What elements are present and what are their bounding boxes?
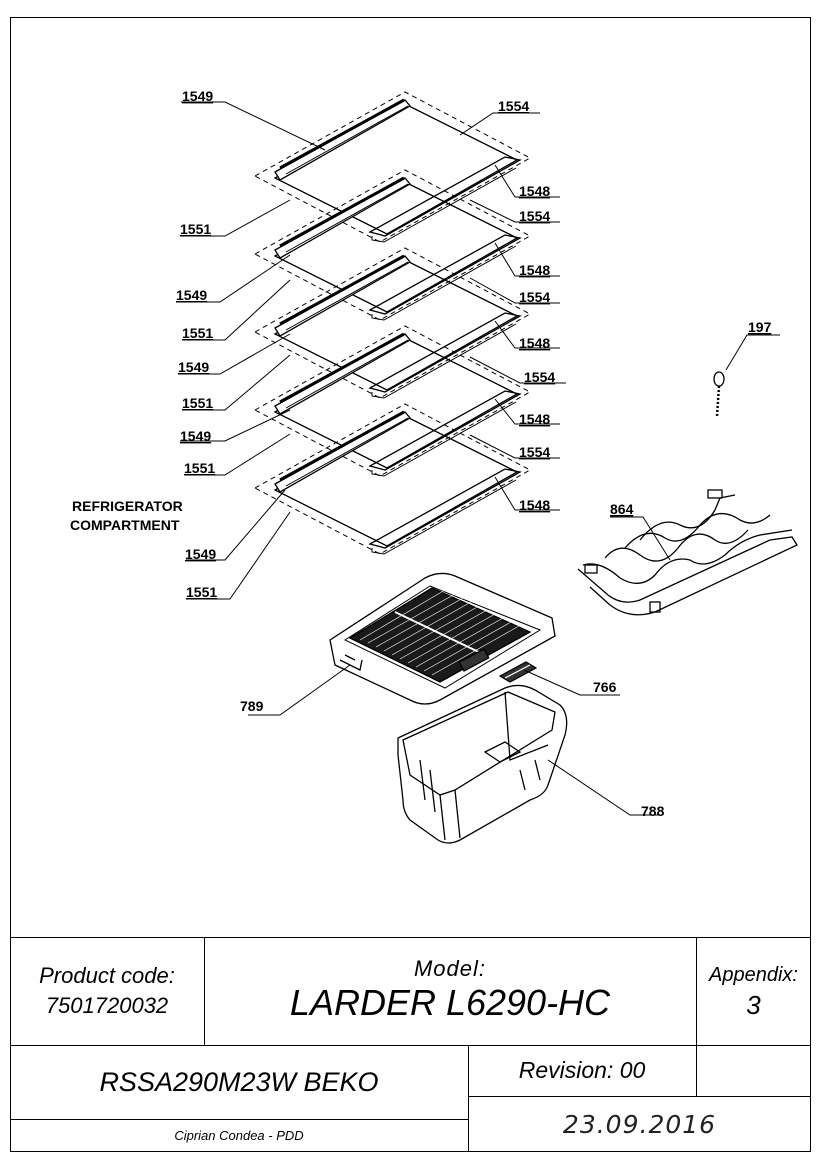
- label-1548: 1548: [519, 497, 550, 513]
- label-197: 197: [748, 319, 772, 335]
- label-1554: 1554: [498, 98, 529, 114]
- leader-864: [610, 516, 671, 561]
- label-1549: 1549: [185, 546, 216, 562]
- revision-cell: Revision: 00: [468, 1045, 696, 1096]
- product-name: RSSA290M23W BEKO: [99, 1066, 379, 1097]
- model-value: LARDER L6290-HC: [289, 982, 611, 1023]
- shelf-4: [253, 324, 532, 478]
- shelf-part-labels: 1549 1554 1548 1551 1554 1548 1549 1551 …: [176, 88, 555, 600]
- title-block-divider-1: [204, 937, 205, 1045]
- title-block-date-border: [468, 1096, 811, 1097]
- shelf-2: [253, 168, 532, 322]
- title-block-divider-4: [696, 1045, 697, 1096]
- title-block-author-border: [10, 1119, 468, 1120]
- label-1554: 1554: [519, 208, 550, 224]
- author-cell: Ciprian Condea - PDD: [10, 1119, 468, 1152]
- model-cell: Model: LARDER L6290-HC: [204, 937, 696, 1045]
- leader-788: [547, 759, 660, 816]
- drawing-frame: [10, 17, 811, 1152]
- label-1549: 1549: [182, 88, 213, 104]
- compartment-label-line2: COMPARTMENT: [70, 517, 180, 533]
- label-1548: 1548: [519, 335, 550, 351]
- label-1548: 1548: [519, 411, 550, 427]
- shelf-1: [253, 90, 532, 244]
- part-766-clip: [498, 661, 538, 683]
- label-864: 864: [610, 501, 634, 517]
- model-label: Model:: [413, 956, 487, 981]
- product-code-label: Product code:: [39, 963, 175, 988]
- part-789-crisper-cover: [329, 572, 556, 705]
- part-788-crisper-drawer: [397, 684, 568, 844]
- label-1554: 1554: [524, 369, 555, 385]
- label-1551: 1551: [186, 584, 217, 600]
- label-1554: 1554: [519, 444, 550, 460]
- author: Ciprian Condea - PDD: [174, 1128, 304, 1143]
- title-block-top-border: [10, 937, 811, 938]
- label-1551: 1551: [184, 460, 215, 476]
- title-block-divider-2: [696, 937, 697, 1045]
- appendix-label: Appendix:: [709, 964, 798, 986]
- label-1549: 1549: [178, 359, 209, 375]
- label-1548: 1548: [519, 262, 550, 278]
- title-block-divider-3: [468, 1045, 469, 1152]
- revision: Revision: 00: [518, 1057, 646, 1083]
- product-code-value: 7501720032: [45, 993, 169, 1018]
- compartment-label-line1: REFRIGERATOR: [72, 498, 183, 514]
- label-1554: 1554: [519, 289, 550, 305]
- exploded-parts-drawing: 1549 1554 1548 1551 1554 1548 1549 1551 …: [70, 88, 798, 844]
- shelf-3: [253, 246, 532, 400]
- label-766: 766: [593, 679, 617, 695]
- label-1549: 1549: [176, 287, 207, 303]
- shelf-5: [253, 402, 532, 556]
- label-1549: 1549: [180, 428, 211, 444]
- shelf-leader-lines: [176, 101, 566, 600]
- label-1551: 1551: [180, 221, 211, 237]
- date-cell: 23.09.2016: [468, 1096, 811, 1152]
- product-code-cell: Product code: 7501720032: [10, 937, 204, 1045]
- product-name-cell: RSSA290M23W BEKO: [10, 1045, 468, 1119]
- leader-789: [248, 664, 351, 716]
- appendix-cell: Appendix: 3: [696, 937, 811, 1045]
- leader-766: [523, 669, 620, 696]
- appendix-value: 3: [746, 990, 761, 1020]
- title-block-mid-border: [10, 1045, 811, 1046]
- label-1551: 1551: [182, 395, 213, 411]
- label-1551: 1551: [182, 325, 213, 341]
- label-1548: 1548: [519, 183, 550, 199]
- date: 23.09.2016: [562, 1109, 717, 1139]
- label-789: 789: [240, 698, 264, 714]
- label-788: 788: [641, 803, 665, 819]
- part-197-pin: [713, 334, 780, 417]
